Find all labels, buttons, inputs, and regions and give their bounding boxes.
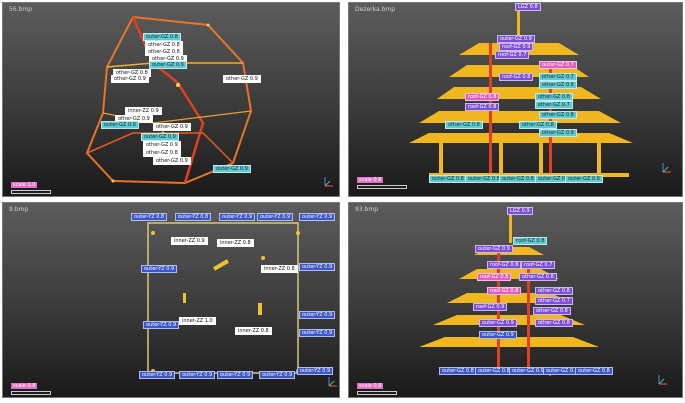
- panel-title: 56.bmp: [9, 6, 33, 13]
- detection-label: inner-ZZ 0.9: [125, 107, 162, 115]
- axis-gizmo-icon: [662, 163, 671, 173]
- detection-label: outer-GZ 0.8: [575, 367, 613, 375]
- detection-label: inner-ZZ 0.8: [261, 265, 298, 273]
- detection-label: roof-GZ 0.8: [477, 273, 512, 281]
- detection-label: outer-YZ 0.9: [259, 371, 296, 379]
- axis-gizmo-icon: [324, 177, 333, 187]
- detection-label: outer-GZ 0.9: [479, 331, 517, 339]
- detection-label: outer-YZ 0.9: [299, 311, 336, 319]
- detection-label: outer-YZ 0.8: [175, 213, 212, 221]
- detection-label: inner-ZZ 0.9: [171, 237, 208, 245]
- detection-label: other-GZ 0.7: [535, 297, 573, 305]
- detection-label: LGZ 0.8: [515, 3, 541, 11]
- detection-label: outer-YZ 0.9: [179, 371, 216, 379]
- detection-label: roof-GZ 0.8: [487, 261, 522, 269]
- detection-label: other-GZ 0.7: [539, 73, 577, 81]
- detection-label: outer-GZ 0.9: [475, 245, 513, 253]
- detection-label: roof-GZ 0.7: [521, 261, 556, 269]
- detection-label: outer-GZ 0.9: [149, 61, 187, 69]
- detection-label: outer-YZ 0.9: [297, 367, 334, 375]
- detection-label: outer-GZ 0.7: [539, 61, 577, 69]
- detection-label: roof-GZ 0.8: [465, 93, 500, 101]
- detection-label: other-GZ 0.9: [539, 129, 577, 137]
- detection-label: outer-YZ 0.8: [131, 213, 168, 221]
- scale-badge: scale 1.0: [11, 182, 38, 188]
- point-cloud-pagoda: [409, 9, 633, 177]
- detection-label: roof-GZ 0.7: [495, 51, 530, 59]
- detection-label: other-GZ 0.8: [533, 307, 571, 315]
- detection-label: outer-YZ 0.9: [257, 213, 294, 221]
- panel-title: 9.bmp: [9, 206, 29, 213]
- detection-label: roof-GZ 0.8: [465, 103, 500, 111]
- detection-label: other-GZ 0.8: [519, 273, 557, 281]
- detection-label: outer-GZ 0.8: [143, 33, 181, 41]
- axis-gizmo-icon: [328, 377, 337, 387]
- detection-label: other-GZ 0.7: [535, 101, 573, 109]
- detection-label: other-GZ 0.8: [535, 287, 573, 295]
- detection-label: outer-YZ 0.9: [141, 265, 178, 273]
- detection-label: outer-YZ 0.9: [299, 329, 336, 337]
- scale-bar: [357, 185, 407, 189]
- detection-label: outer-YZ 0.9: [219, 213, 256, 221]
- detection-label: outer-GZ 0.9: [141, 133, 179, 141]
- detection-label: roof-GZ 0.8: [487, 287, 522, 295]
- detection-label: roof-GZ 0.9: [499, 43, 534, 51]
- detection-label: other-GZ 0.8: [535, 319, 573, 327]
- detection-label: outer-GZ 0.8: [465, 175, 503, 183]
- detection-label: outer-GZ 0.8: [475, 367, 513, 375]
- detection-label: outer-GZ 0.9: [497, 35, 535, 43]
- scale-bar: [11, 190, 51, 194]
- detection-label: other-GZ 0.8: [445, 121, 483, 129]
- detection-label: other-GZ 0.9: [223, 75, 261, 83]
- detection-label: other-GZ 0.9: [153, 157, 191, 165]
- detection-label: outer-GZ 0.9: [479, 319, 517, 327]
- panel-title: 93.bmp: [355, 206, 379, 213]
- detection-label: outer-GZ 0.9: [101, 121, 139, 129]
- detection-label: other-GZ 0.8: [519, 121, 557, 129]
- detection-label: other-GZ 0.9: [143, 141, 181, 149]
- detection-label: other-GZ 0.8: [535, 93, 573, 101]
- detection-label: outer-GZ 0.8: [499, 175, 537, 183]
- detection-label: inner-ZZ 0.8: [217, 239, 254, 247]
- viewport-panel-9[interactable]: 9.bmp outer-YZ 0.8 outer-YZ 0.8 outer-YZ 0…: [2, 202, 340, 398]
- scale-badge: scale 0.8: [357, 177, 384, 183]
- detection-label: other-GZ 0.8: [539, 81, 577, 89]
- detection-label: outer-YZ 0.9: [143, 321, 180, 329]
- detection-label: other-GZ 0.8: [539, 111, 577, 119]
- detection-label: roof-GZ 0.8: [499, 73, 534, 81]
- scale-bar: [11, 391, 51, 395]
- detection-label: outer-YZ 0.9: [217, 371, 254, 379]
- detection-label: other-GZ 0.9: [153, 123, 191, 131]
- detection-label: inner-ZZ 1.0: [179, 317, 216, 325]
- detection-label: roof-GZ 0.8: [513, 237, 548, 245]
- detection-label: outer-GZ 0.8: [439, 367, 477, 375]
- detection-label: inner-ZZ 0.8: [235, 327, 272, 335]
- detection-label: other-GZ 0.9: [111, 75, 149, 83]
- detection-label: LGZ 0.9: [507, 207, 533, 215]
- point-cloud-plan: [147, 222, 300, 374]
- detection-label: outer-GZ 0.9: [565, 175, 603, 183]
- scale-badge: scale 0.8: [357, 383, 384, 389]
- detection-label: other-GZ 0.8: [143, 149, 181, 157]
- detection-label: outer-YZ 0.9: [299, 213, 336, 221]
- panel-title: Dezerka.bmp: [355, 6, 396, 13]
- detection-label: outer-GZ 0.9: [213, 165, 251, 173]
- detection-label: outer-GZ 0.9: [509, 367, 547, 375]
- axis-gizmo-icon: [658, 375, 667, 385]
- scale-badge: scale 0.8: [11, 383, 38, 389]
- detection-label: outer-YZ 0.9: [139, 371, 176, 379]
- detection-label: outer-GZ 0.8: [429, 175, 467, 183]
- detection-label: roof-GZ 0.9: [473, 303, 508, 311]
- scale-bar: [357, 391, 397, 395]
- detection-label: outer-YZ 0.9: [299, 263, 336, 271]
